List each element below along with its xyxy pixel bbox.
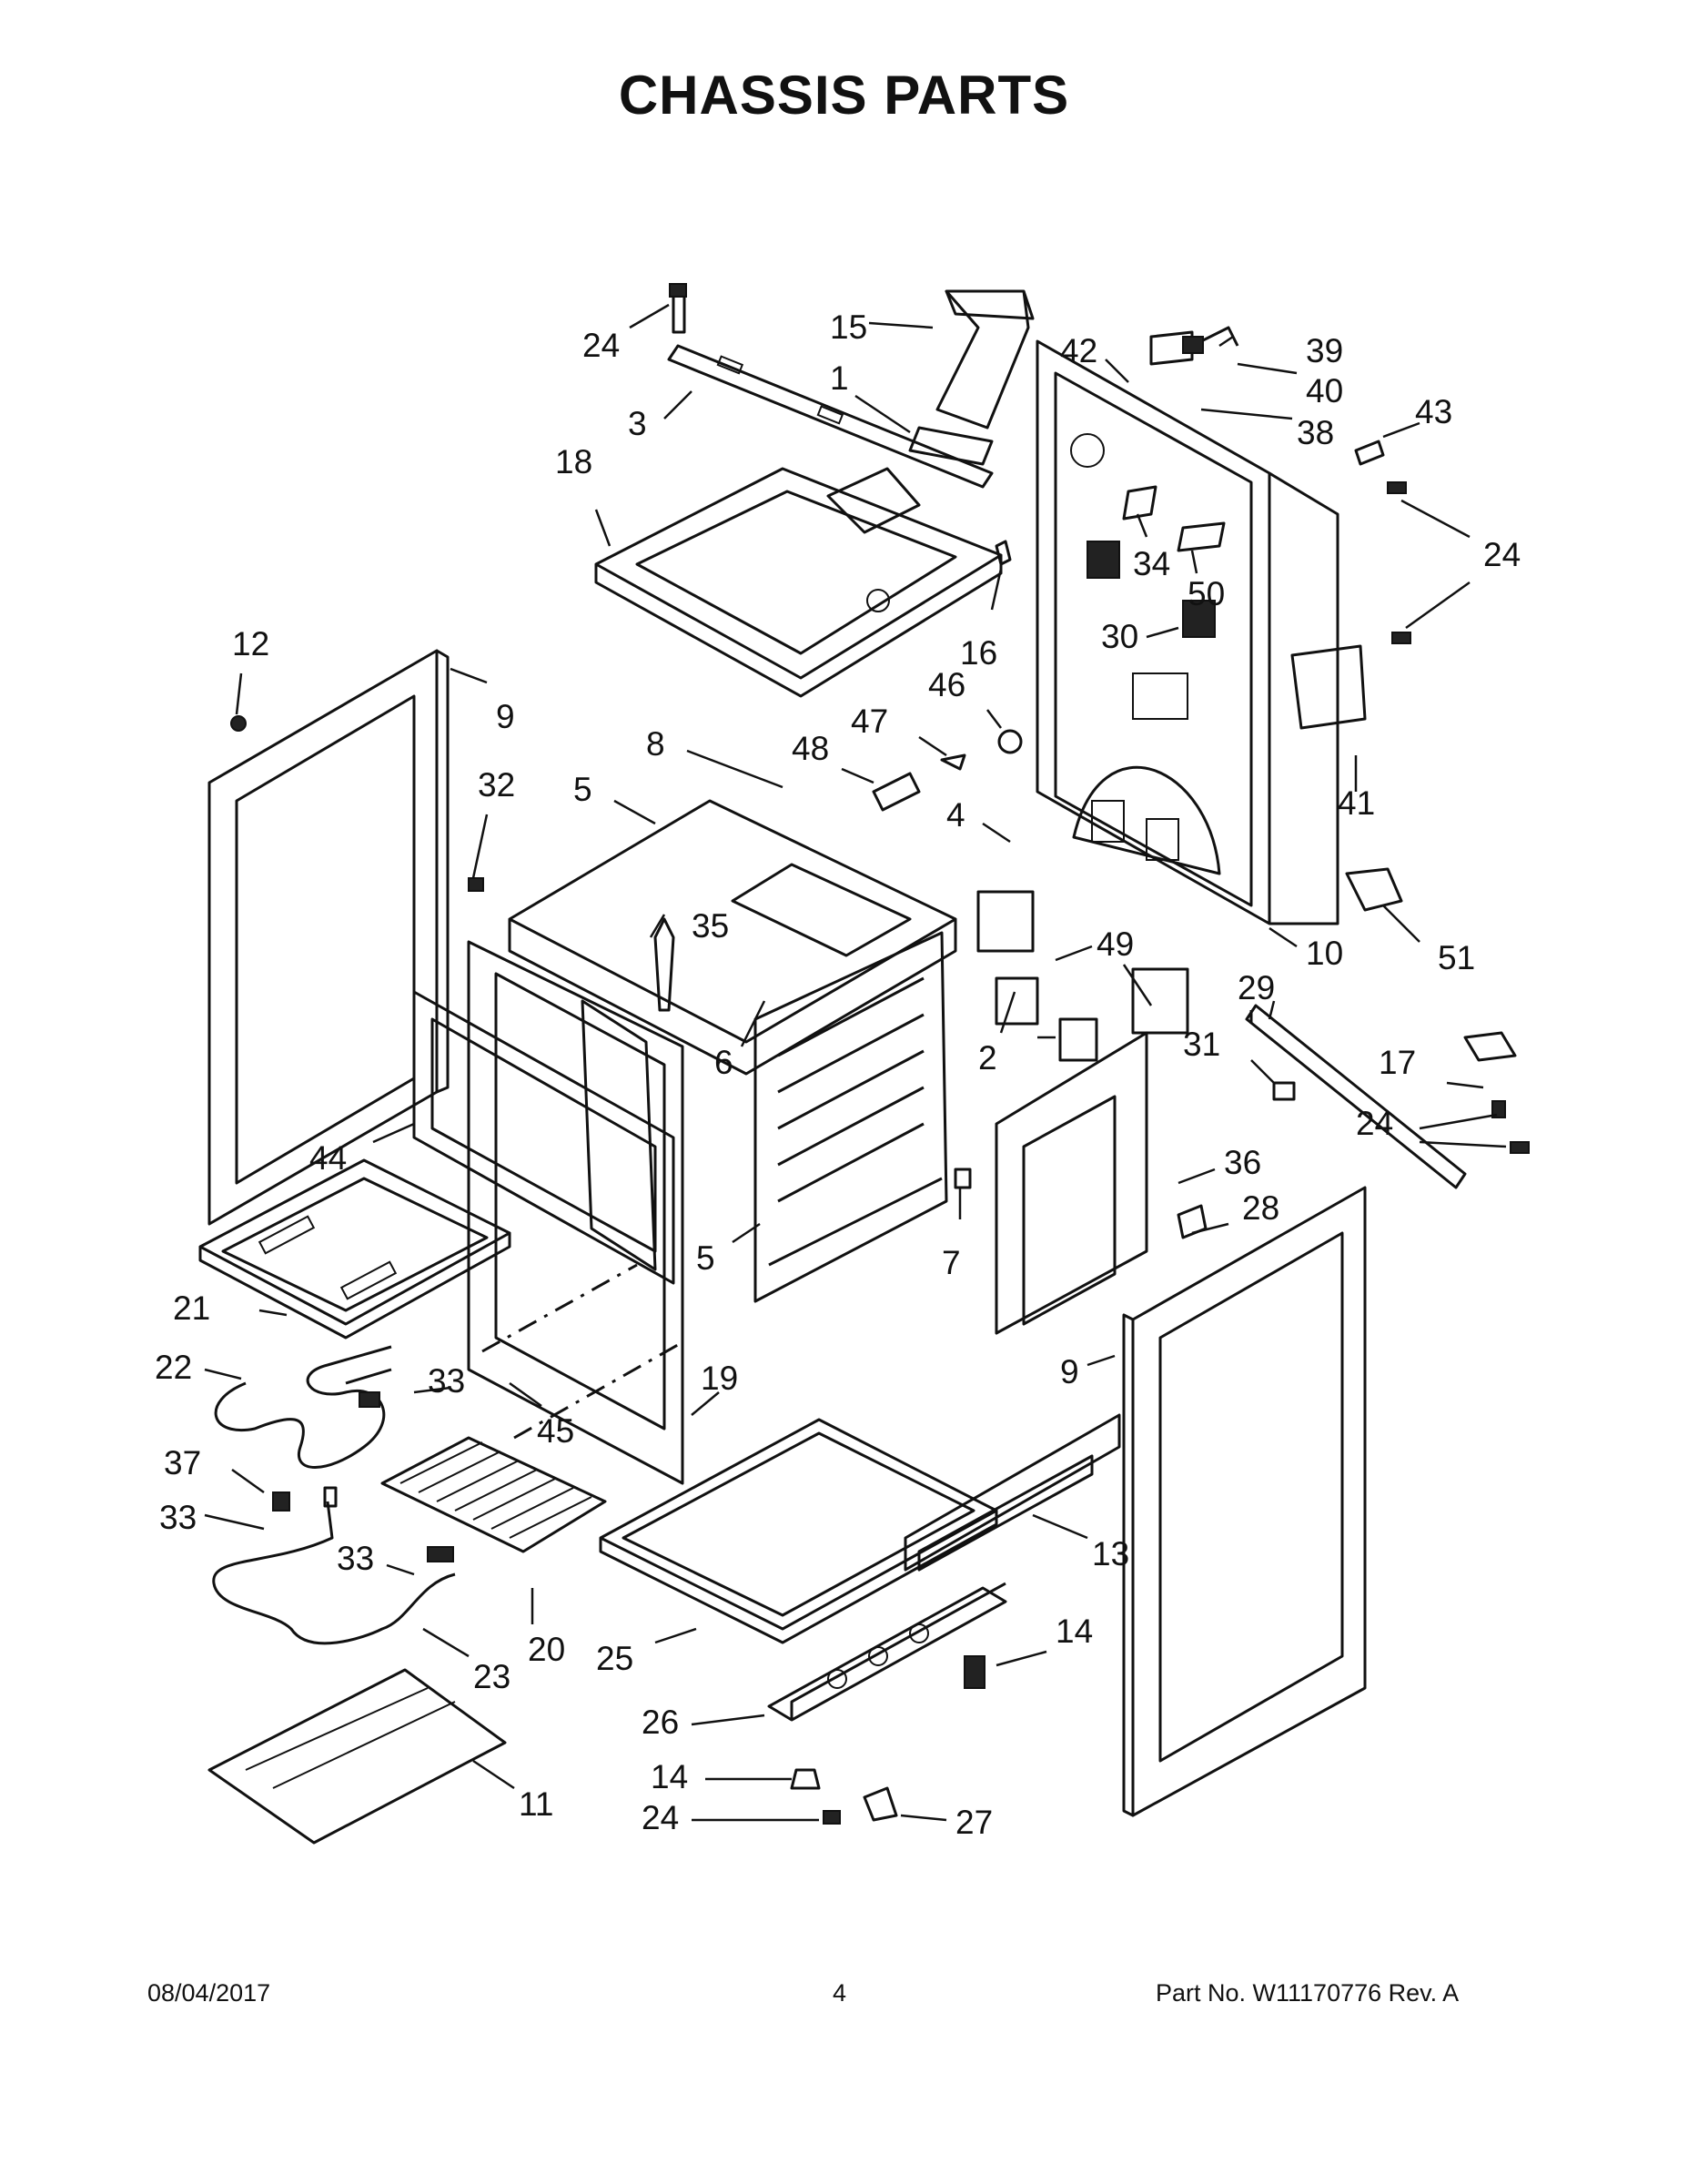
leveling-hardware <box>790 1655 986 1825</box>
callout-11: 11 <box>519 1785 553 1823</box>
callout-17: 17 <box>1379 1044 1416 1081</box>
callout-6: 6 <box>714 1044 733 1081</box>
callout-18: 18 <box>555 443 592 480</box>
callout-23: 23 <box>473 1658 510 1695</box>
callout-24: 24 <box>1483 536 1521 573</box>
callout-16: 16 <box>960 634 997 672</box>
callout-33: 33 <box>337 1540 374 1577</box>
callout-37: 37 <box>164 1444 201 1481</box>
footer-date: 08/04/2017 <box>147 1979 271 2007</box>
callout-8: 8 <box>646 725 665 763</box>
callout-25: 25 <box>596 1640 633 1677</box>
misc-fasteners <box>272 540 1023 1562</box>
callout-27: 27 <box>955 1804 993 1841</box>
callout-13: 13 <box>1092 1535 1129 1572</box>
hardware-upper-right <box>1122 326 1411 912</box>
callout-39: 39 <box>1306 332 1343 369</box>
callout-35: 35 <box>692 907 729 945</box>
callout-22: 22 <box>155 1349 192 1386</box>
callout-12: 12 <box>232 625 269 662</box>
callout-9: 9 <box>1060 1353 1079 1390</box>
callout-42: 42 <box>1060 332 1097 369</box>
broil-element <box>214 1345 392 1469</box>
callout-21: 21 <box>173 1289 210 1327</box>
callout-41: 41 <box>1338 784 1375 822</box>
bottom-panel <box>599 1418 998 1644</box>
callout-31: 31 <box>1183 1026 1220 1063</box>
callout-46: 46 <box>928 666 965 703</box>
insulation-pads <box>976 890 1189 1062</box>
oven-rack <box>380 1436 607 1553</box>
callout-3: 3 <box>628 405 647 442</box>
callout-33: 33 <box>159 1499 197 1536</box>
callout-32: 32 <box>478 766 515 804</box>
callout-48: 48 <box>792 730 829 767</box>
callout-34: 34 <box>1133 545 1170 582</box>
callout-26: 26 <box>642 1704 679 1741</box>
callout-14: 14 <box>651 1758 688 1795</box>
callout-50: 50 <box>1188 575 1225 612</box>
door-frame <box>198 1158 511 1340</box>
drawer-support <box>767 1582 1007 1722</box>
page-title: CHASSIS PARTS <box>618 65 1070 126</box>
callout-30: 30 <box>1101 618 1138 655</box>
callout-47: 47 <box>851 703 888 740</box>
callout-7: 7 <box>942 1244 961 1281</box>
callout-24: 24 <box>1356 1105 1393 1142</box>
kick-panel <box>904 1413 1121 1572</box>
callout-33: 33 <box>428 1362 465 1400</box>
callout-45: 45 <box>537 1412 574 1450</box>
back-panel <box>1036 339 1367 925</box>
bake-element <box>212 1486 456 1645</box>
callout-14: 14 <box>1056 1613 1093 1650</box>
footer-page-number: 4 <box>833 1979 847 2007</box>
bottom-shield <box>207 1668 507 1845</box>
rack-support-side <box>753 931 948 1303</box>
top-panel <box>594 467 1003 698</box>
callout-24: 24 <box>582 327 620 364</box>
callout-29: 29 <box>1238 969 1275 1006</box>
oven-cavity <box>412 799 957 1485</box>
callout-10: 10 <box>1306 935 1343 972</box>
footer-part-number: Part No. W11170776 Rev. A <box>1156 1979 1460 2007</box>
callout-2: 2 <box>978 1039 997 1077</box>
callouts: 24 15 1 3 18 39 40 38 42 43 24 41 34 50 … <box>155 303 1521 1841</box>
callout-24: 24 <box>642 1799 679 1836</box>
side-rail <box>1177 1004 1530 1239</box>
vent-duct <box>908 289 1035 466</box>
callout-38: 38 <box>1297 414 1334 451</box>
callout-15: 15 <box>830 308 867 346</box>
top-brace <box>667 283 994 489</box>
callout-9: 9 <box>496 698 515 735</box>
callout-51: 51 <box>1438 939 1475 976</box>
callout-44: 44 <box>309 1139 347 1177</box>
callout-43: 43 <box>1415 393 1452 430</box>
callout-40: 40 <box>1306 372 1343 410</box>
callout-1: 1 <box>830 359 849 397</box>
callout-5: 5 <box>696 1239 715 1277</box>
side-shield <box>995 1031 1148 1335</box>
callout-20: 20 <box>528 1631 565 1668</box>
side-panel-left <box>207 649 450 1226</box>
callout-49: 49 <box>1097 925 1134 963</box>
callout-4: 4 <box>946 796 965 834</box>
callout-36: 36 <box>1224 1144 1261 1181</box>
callout-5: 5 <box>573 771 592 808</box>
side-panel-right <box>1122 1186 1367 1817</box>
callout-28: 28 <box>1242 1189 1279 1227</box>
callout-19: 19 <box>701 1360 738 1397</box>
